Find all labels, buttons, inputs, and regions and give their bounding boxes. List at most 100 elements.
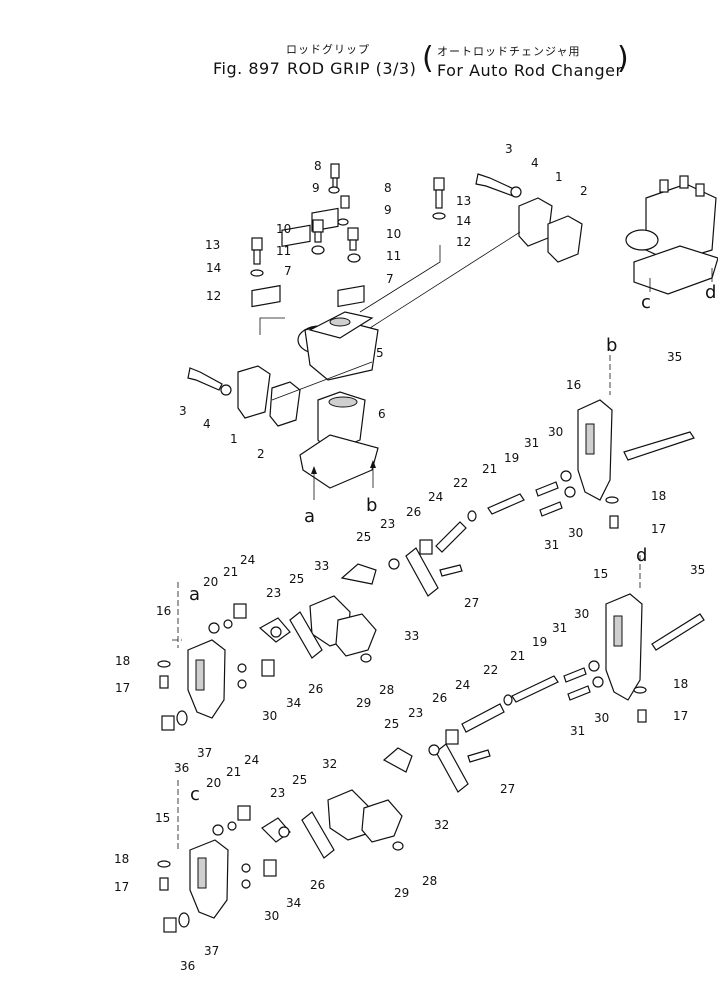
letter-c-left: c [190, 784, 200, 805]
callout-34: 34 [286, 696, 301, 710]
part-pin-22-upper [435, 521, 467, 553]
callout-12b: 12 [206, 289, 221, 303]
callout-17c: 17 [673, 709, 688, 723]
callout-22: 22 [453, 476, 468, 490]
callout-21d: 21 [226, 765, 241, 779]
callout-31d: 31 [570, 724, 585, 738]
callout-26d: 26 [310, 878, 325, 892]
callout-15b: 15 [155, 811, 170, 825]
callout-2: 2 [580, 184, 588, 198]
callout-37: 37 [197, 746, 212, 760]
callout-7b: 7 [386, 272, 394, 286]
callout-10b: 10 [386, 227, 401, 241]
part-bolts-top [187, 163, 517, 391]
callout-32b: 32 [434, 818, 449, 832]
callout-23d: 23 [270, 786, 285, 800]
callout-31: 31 [524, 436, 539, 450]
part-assembly-view [625, 175, 718, 295]
callout-35b: 35 [690, 563, 705, 577]
callout-23b: 23 [266, 586, 281, 600]
part-clamp-left [237, 365, 301, 427]
callout-9b: 9 [384, 203, 392, 217]
arrowhead-a-top [311, 466, 317, 474]
arrowhead-b-top [370, 460, 376, 468]
callout-15: 15 [593, 567, 608, 581]
callout-6: 6 [378, 407, 386, 421]
part-pin-22-lower [461, 703, 505, 733]
callout-12: 12 [456, 235, 471, 249]
callout-34b: 34 [286, 896, 301, 910]
part-pin-27-upper [439, 564, 463, 577]
callout-16: 16 [566, 378, 581, 392]
callout-28: 28 [379, 683, 394, 697]
part-clamp-right [518, 197, 583, 263]
part-washers-top [220, 186, 522, 396]
callout-17b: 17 [115, 681, 130, 695]
callout-30f: 30 [264, 909, 279, 923]
callout-13b: 13 [205, 238, 220, 252]
part-segment-25-lower [382, 747, 413, 773]
callout-7: 7 [284, 264, 292, 278]
callout-21: 21 [482, 462, 497, 476]
callout-26c: 26 [432, 691, 447, 705]
callout-18c: 18 [673, 677, 688, 691]
part-rod-grip-body [297, 311, 379, 381]
callout-25d: 25 [292, 773, 307, 787]
part-segment-25-upper [340, 563, 377, 585]
callout-11b: 11 [386, 249, 401, 263]
callout-25: 25 [356, 530, 371, 544]
callout-numbers: 3 4 1 2 8 9 8 9 13 14 12 10 10 11 11 13 … [114, 142, 705, 973]
part-bolt-35-upper [623, 431, 695, 461]
part-bracket-16-left [187, 639, 226, 719]
callout-3b: 3 [179, 404, 187, 418]
callout-32: 32 [322, 757, 337, 771]
callout-10: 10 [276, 222, 291, 236]
part-link-lower [301, 743, 469, 859]
callout-25b: 25 [289, 572, 304, 586]
callout-18: 18 [651, 489, 666, 503]
callout-26b: 26 [308, 682, 323, 696]
callout-3: 3 [505, 142, 513, 156]
figure-number: Fig. 897 [213, 59, 281, 78]
callout-24b: 24 [240, 553, 255, 567]
part-washers-lower [157, 660, 647, 933]
callout-24: 24 [428, 490, 443, 504]
callout-30d: 30 [574, 607, 589, 621]
callout-21b: 21 [223, 565, 238, 579]
callout-1: 1 [555, 170, 563, 184]
close-paren: ) [617, 41, 629, 76]
letter-d-top: d [705, 282, 716, 303]
callout-25c: 25 [384, 717, 399, 731]
callout-27: 27 [464, 596, 479, 610]
callout-31b: 31 [544, 538, 559, 552]
callout-30b: 30 [568, 526, 583, 540]
callout-18b: 18 [115, 654, 130, 668]
callout-22b: 22 [483, 663, 498, 677]
callout-37b: 37 [204, 944, 219, 958]
callout-26: 26 [406, 505, 421, 519]
center-lines [172, 355, 641, 850]
subtitle-jp: オートロッドチェンジャ用 [437, 45, 581, 58]
part-bolt-19-upper [487, 493, 525, 515]
callout-33b: 33 [404, 629, 419, 643]
callout-30e: 30 [594, 711, 609, 725]
callout-16b: 16 [156, 604, 171, 618]
part-base-housing [299, 391, 379, 489]
letter-a-top: a [304, 506, 315, 527]
part-washers-mid [157, 470, 619, 731]
subtitle-text: For Auto Rod Changer [437, 61, 623, 80]
callout-20b: 20 [206, 776, 221, 790]
part-block-7b [337, 285, 365, 308]
callout-27b: 27 [500, 782, 515, 796]
callout-33: 33 [314, 559, 329, 573]
letter-d-mid: d [636, 545, 647, 566]
title-text: ROD GRIP (3/3) [287, 59, 417, 78]
callout-23: 23 [380, 517, 395, 531]
callout-29b: 29 [394, 886, 409, 900]
part-bracket-15 [605, 593, 643, 701]
callout-8b: 8 [384, 181, 392, 195]
title-block: ロッドグリップ Fig. 897 ROD GRIP (3/3) ( オートロッド… [0, 0, 718, 90]
leader-lines-top [259, 231, 521, 401]
callout-4: 4 [531, 156, 539, 170]
